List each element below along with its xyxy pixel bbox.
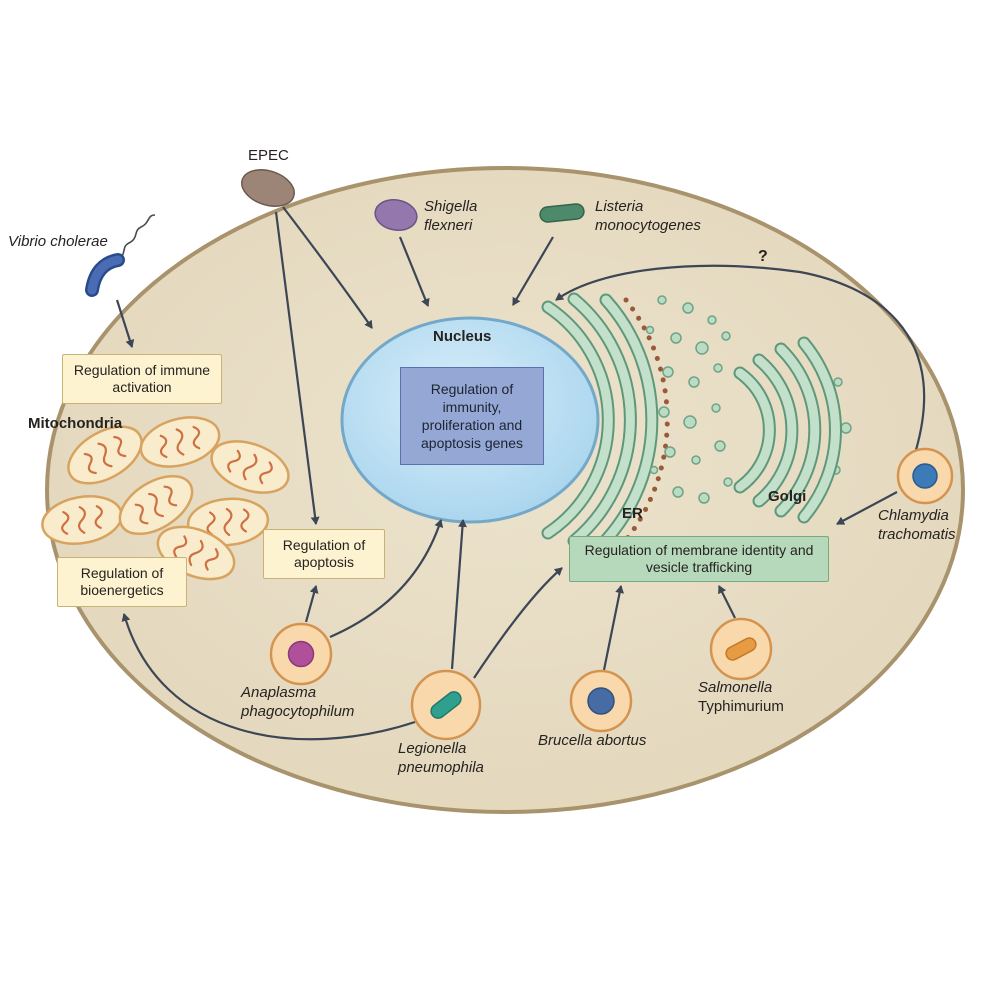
arrow-legionella-to-membrane-box bbox=[473, 567, 563, 679]
chlamydia-bacterium bbox=[912, 463, 938, 489]
salmonella-label: Salmonella Typhimurium bbox=[698, 679, 818, 717]
arrow-anaplasma-to-apoptosis bbox=[304, 585, 319, 623]
bioenergetics-box: Regulation of bioenergetics bbox=[57, 557, 187, 607]
listeria-bacterium bbox=[539, 203, 585, 223]
brucella-label: Brucella abortus bbox=[538, 732, 647, 749]
question-mark-label: ? bbox=[758, 248, 768, 265]
flagellum bbox=[118, 214, 156, 260]
chlamydia-label: Chlamydia trachomatis bbox=[878, 507, 956, 543]
chlamydia-vacuole bbox=[896, 447, 954, 505]
epec-label: EPEC bbox=[248, 147, 289, 164]
legionella-bacterium bbox=[430, 691, 462, 719]
legionella-vacuole bbox=[410, 669, 482, 741]
arrow-shigella-to-nucleus bbox=[398, 236, 430, 307]
nucleus-label: Nucleus bbox=[433, 328, 492, 345]
golgi-label: Golgi bbox=[768, 488, 807, 505]
membrane-identity-box: Regulation of membrane identity and vesi… bbox=[569, 536, 829, 582]
apoptosis-box: Regulation of apoptosis bbox=[263, 529, 385, 579]
brucella-bacterium bbox=[587, 687, 615, 715]
arrow-salmonella-to-membrane-box bbox=[718, 585, 736, 619]
salmonella-serovar: Typhimurium bbox=[698, 697, 784, 715]
arrows bbox=[115, 206, 926, 741]
arrow-anaplasma-to-nucleus bbox=[329, 519, 444, 639]
golgi-apparatus bbox=[733, 336, 842, 524]
vibrio-label: Vibrio cholerae bbox=[8, 233, 108, 250]
arrow-chlamydia-to-membrane-box bbox=[836, 491, 898, 525]
ribosome-dots bbox=[623, 297, 670, 543]
salmonella-genus: Salmonella bbox=[698, 679, 773, 696]
salmonella-vacuole bbox=[709, 617, 773, 681]
brucella-vacuole bbox=[569, 669, 633, 733]
arrow-legionella-to-bioenergetics bbox=[121, 613, 416, 741]
vibrio-cholerae-bacterium bbox=[85, 214, 156, 297]
arrow-epec-to-nucleus bbox=[282, 206, 373, 329]
endoplasmic-reticulum bbox=[541, 292, 670, 548]
legionella-label: Legionella pneumophila bbox=[398, 740, 484, 776]
epec-bacterium bbox=[241, 169, 295, 207]
listeria-label: Listeria monocytogenes bbox=[595, 198, 701, 234]
anaplasma-label: Anaplasma phagocytophilum bbox=[241, 684, 355, 720]
vesicles bbox=[645, 295, 852, 504]
arrow-vibrio-to-immune-activation bbox=[115, 299, 135, 348]
arrow-listeria-to-nucleus bbox=[512, 236, 554, 306]
arrow-chlamydia-to-nucleus-question bbox=[555, 264, 926, 451]
arrow-epec-to-apoptosis bbox=[274, 211, 320, 525]
mitochondria-label: Mitochondria bbox=[28, 415, 123, 432]
shigella-bacterium bbox=[374, 199, 418, 231]
salmonella-bacterium bbox=[725, 637, 757, 661]
nucleus-genes-box: Regulation of immunity, proliferation an… bbox=[400, 367, 544, 465]
arrow-brucella-to-membrane-box bbox=[602, 585, 625, 671]
anaplasma-bacterium bbox=[287, 640, 315, 668]
anaplasma-vacuole bbox=[269, 622, 333, 686]
immune-activation-box: Regulation of immune activation bbox=[62, 354, 222, 404]
shigella-label: Shigella flexneri bbox=[424, 198, 478, 234]
arrow-legionella-to-nucleus bbox=[450, 519, 467, 670]
er-label: ER bbox=[622, 505, 643, 522]
